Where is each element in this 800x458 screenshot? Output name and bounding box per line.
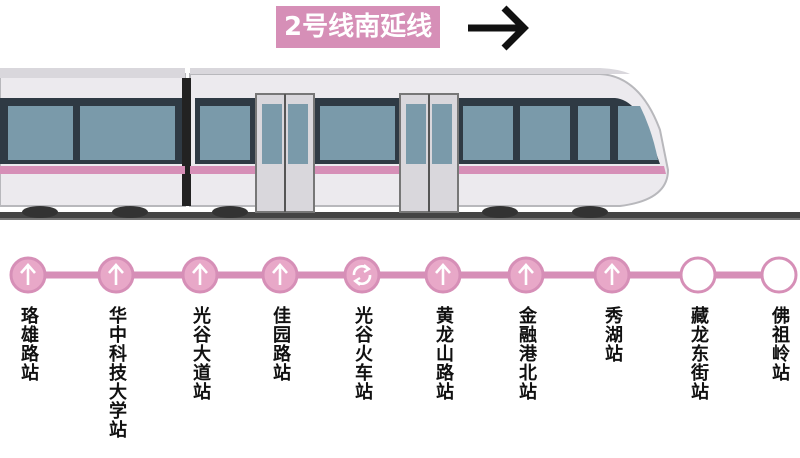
transfer-icon — [352, 264, 372, 286]
station-label: 佛祖岭站 — [764, 306, 794, 386]
station-name: 金融港北站 — [516, 306, 537, 401]
station-node — [679, 256, 717, 294]
station-label: 秀湖站 — [597, 306, 627, 367]
station-name: 华中科技大学站 — [106, 306, 127, 439]
station-node — [181, 256, 219, 294]
arrow-up-icon — [435, 263, 451, 285]
arrow-up-icon — [518, 263, 534, 285]
station-node — [593, 256, 631, 294]
rear-pink-stripe — [0, 166, 185, 174]
route-line — [0, 250, 800, 310]
station-name: 黄龙山路站 — [433, 306, 454, 401]
station-name: 光谷火车站 — [352, 306, 373, 401]
station-name: 光谷大道站 — [190, 306, 211, 401]
door-1 — [255, 93, 315, 213]
title-banner: 2号线南延线 — [276, 6, 441, 48]
station-node — [261, 256, 299, 294]
station-label: 珞雄路站 — [13, 306, 43, 386]
door-2 — [399, 93, 459, 213]
train-illustration — [0, 60, 800, 230]
direction-arrow-icon — [466, 2, 532, 54]
arrow-up-icon — [604, 263, 620, 285]
car-coupler — [182, 78, 191, 206]
station-label: 黄龙山路站 — [428, 306, 458, 405]
arrow-up-icon — [20, 263, 36, 285]
track-rail — [0, 212, 800, 218]
station-node — [507, 256, 545, 294]
station-name: 佳园路站 — [270, 306, 291, 382]
station-node — [424, 256, 462, 294]
station-node — [343, 256, 381, 294]
station-label: 光谷大道站 — [185, 306, 215, 405]
station-label: 华中科技大学站 — [101, 306, 131, 443]
station-name: 秀湖站 — [602, 306, 623, 363]
station-name: 佛祖岭站 — [769, 306, 790, 382]
line-title: 2号线南延线 — [276, 6, 441, 48]
station-node — [760, 256, 798, 294]
station-label: 藏龙东街站 — [683, 306, 713, 405]
station-node — [97, 256, 135, 294]
station-name: 珞雄路站 — [18, 306, 39, 382]
station-label: 佳园路站 — [265, 306, 295, 386]
station-label: 金融港北站 — [511, 306, 541, 405]
station-label: 光谷火车站 — [347, 306, 377, 405]
station-name: 藏龙东街站 — [688, 306, 709, 401]
arrow-up-icon — [108, 263, 124, 285]
station-node — [9, 256, 47, 294]
arrow-up-icon — [272, 263, 288, 285]
track-sleepers — [0, 218, 800, 220]
arrow-up-icon — [192, 263, 208, 285]
